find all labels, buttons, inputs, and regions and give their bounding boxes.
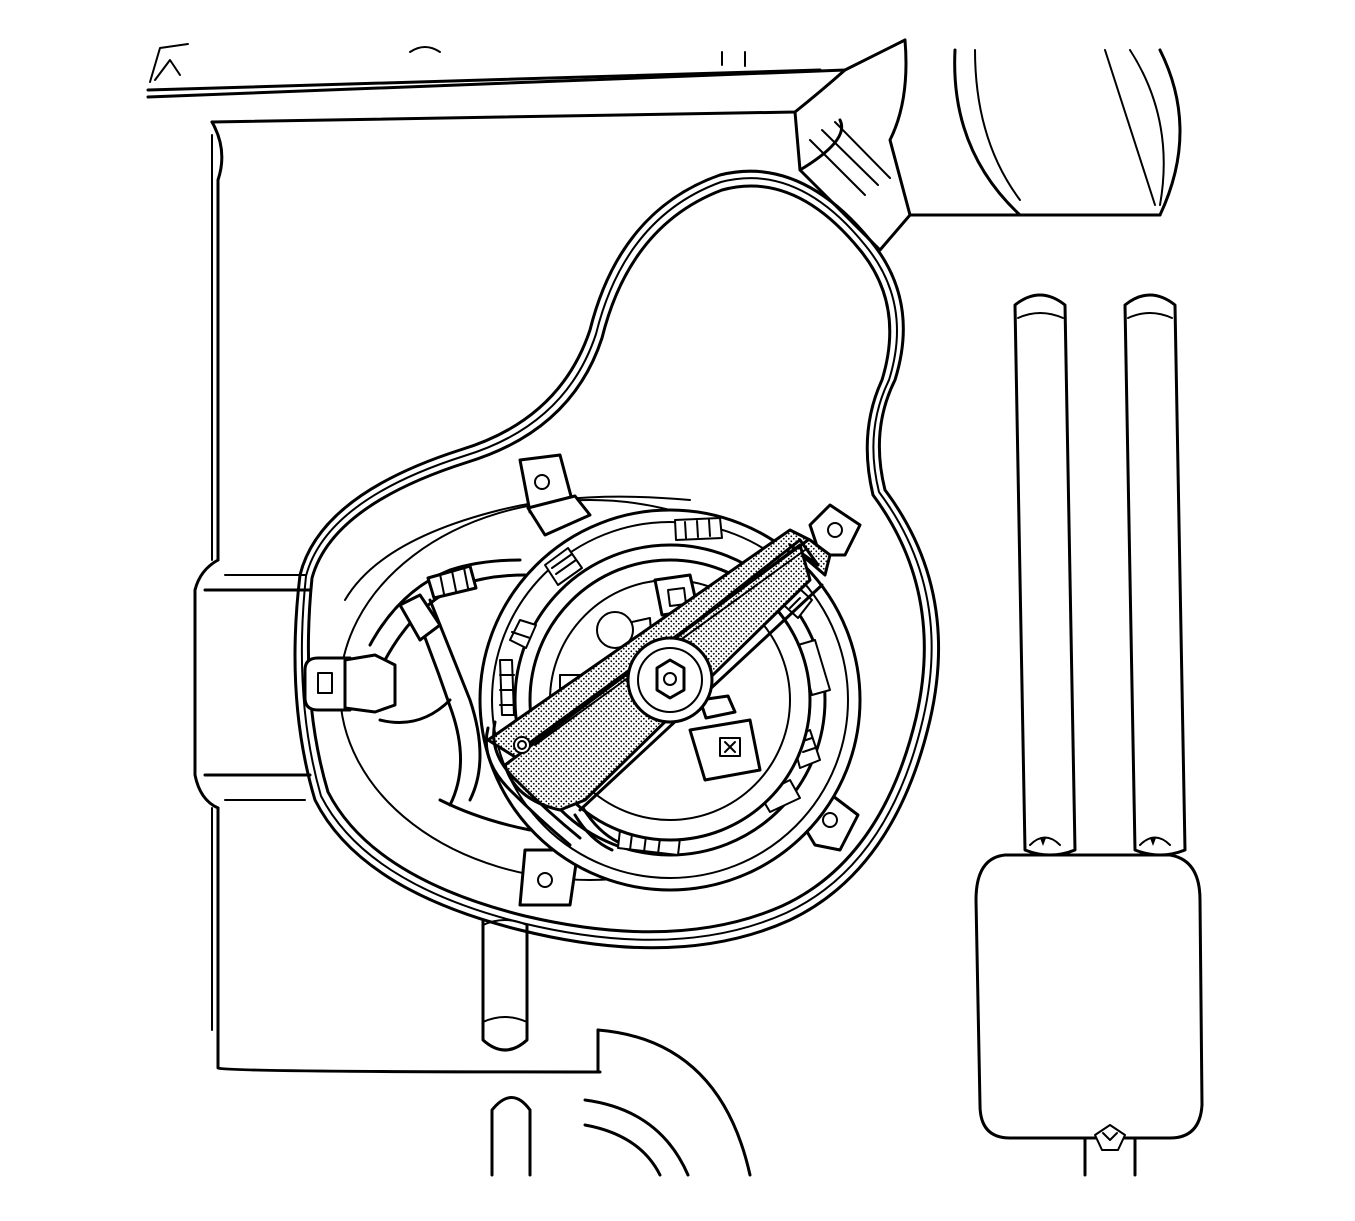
lower-drain-tab <box>481 918 529 1052</box>
left-mount-tab <box>303 653 397 714</box>
fuel-line-hoses <box>368 558 532 832</box>
right-fuel-pipes <box>1013 293 1187 857</box>
tank-flange-outline <box>293 169 940 950</box>
evap-canister <box>974 853 1204 1177</box>
top-mount-tab <box>518 453 592 537</box>
left-body-panel <box>193 120 602 1074</box>
lower-body-parts <box>490 1028 752 1177</box>
upper-right-bracket <box>793 38 1182 252</box>
top-body-panel <box>146 38 907 124</box>
center-bolt <box>626 636 714 724</box>
